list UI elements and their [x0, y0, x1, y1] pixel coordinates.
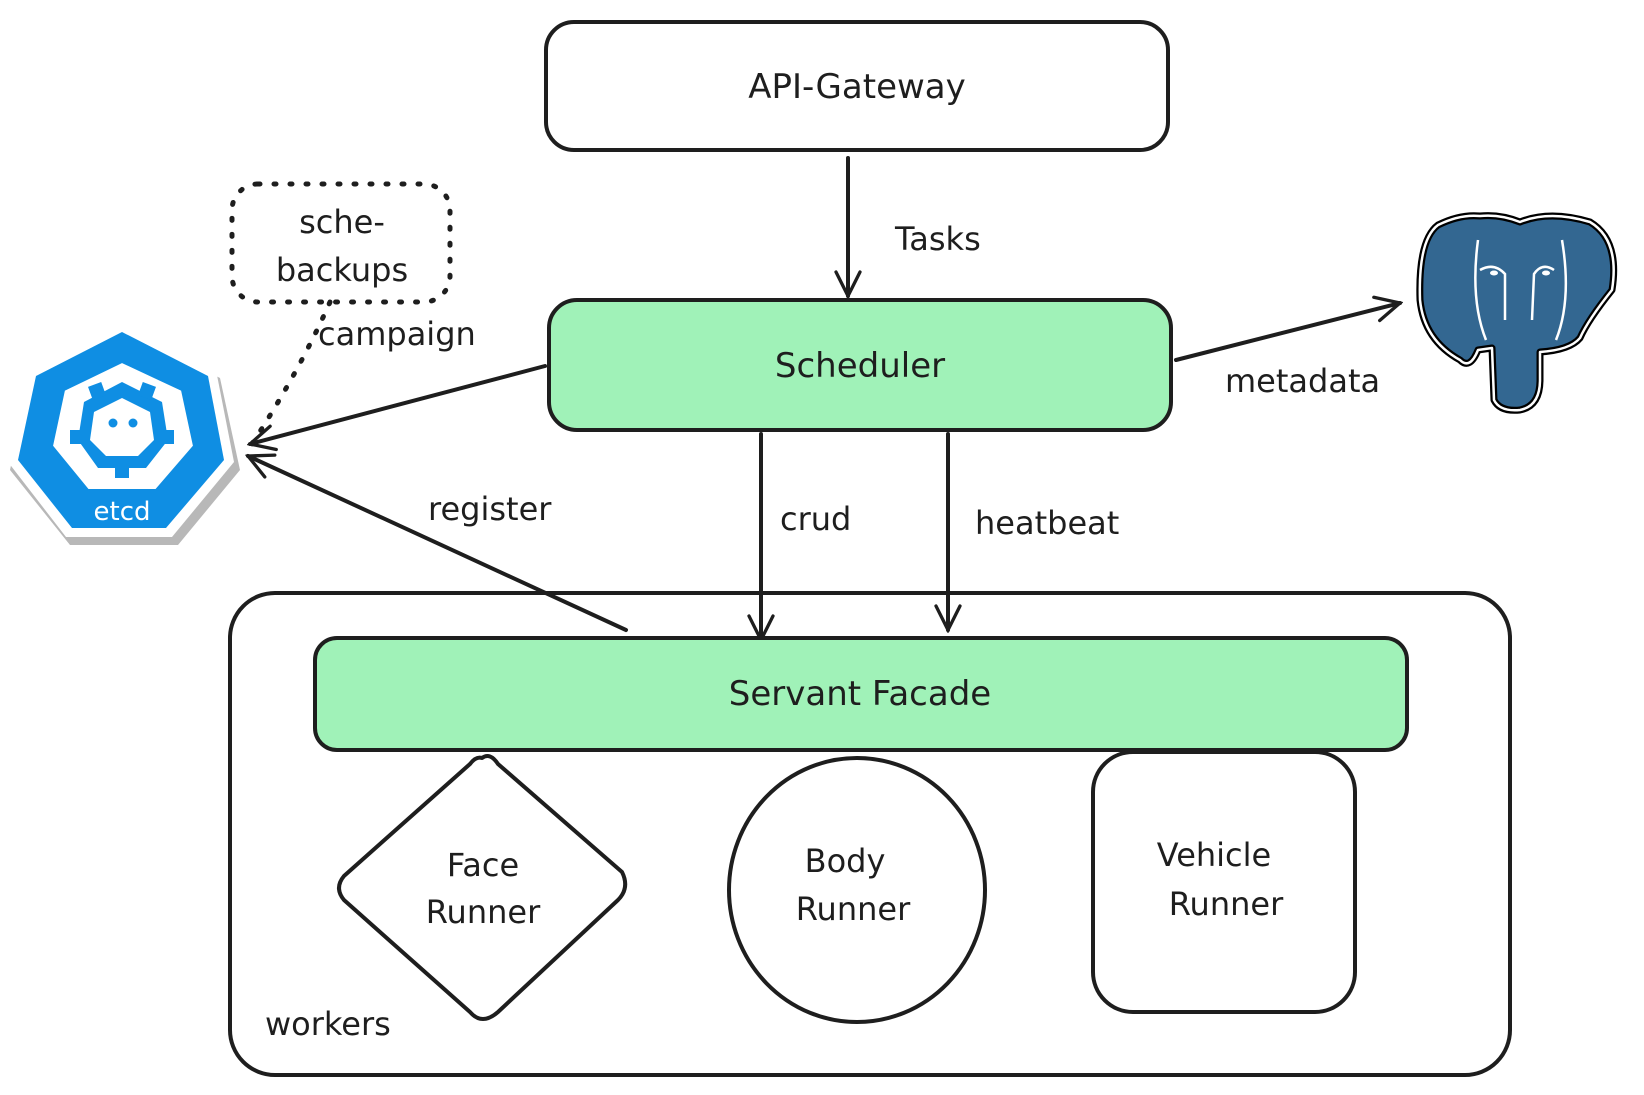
- vehicle-runner-label-line1: Vehicle: [1157, 836, 1271, 874]
- api-gateway-node[interactable]: API-Gateway: [544, 20, 1170, 152]
- face-runner-node[interactable]: Face Runner: [337, 754, 628, 1021]
- vehicle-runner-box: [1091, 750, 1357, 1014]
- body-runner-label-line2: Runner: [796, 890, 911, 928]
- body-runner-ellipse: [727, 756, 987, 1024]
- sche-backups-label-line2: backups: [276, 251, 408, 289]
- etcd-node[interactable]: etcd: [8, 322, 240, 545]
- api-gateway-box: [544, 20, 1170, 152]
- scheduler-node[interactable]: Scheduler: [547, 298, 1173, 432]
- metadata-label: metadata: [1225, 362, 1380, 400]
- scheduler-etcd-arrow: [250, 364, 547, 444]
- sche-backups-label-line1: sche-: [299, 203, 385, 241]
- tasks-label: Tasks: [894, 220, 981, 258]
- tasks-edge[interactable]: Tasks: [848, 156, 981, 296]
- metadata-edge[interactable]: metadata: [1174, 303, 1400, 400]
- body-runner-node[interactable]: Body Runner: [727, 756, 987, 1024]
- campaign-edge[interactable]: campaign: [249, 299, 476, 447]
- servant-facade-node[interactable]: Servant Facade: [313, 636, 1409, 752]
- heartbeat-label: heatbeat: [975, 504, 1119, 542]
- crud-edge[interactable]: crud: [761, 432, 851, 640]
- vehicle-runner-node[interactable]: Vehicle Runner: [1091, 750, 1357, 1014]
- crud-label: crud: [780, 500, 851, 538]
- heartbeat-edge[interactable]: heatbeat: [948, 432, 1119, 630]
- metadata-arrow: [1174, 303, 1400, 362]
- face-runner-label-line1: Face: [447, 846, 519, 884]
- postgresql-elephant-icon: [1416, 212, 1618, 414]
- workers-label: workers: [265, 1005, 391, 1043]
- servant-facade-box: [313, 636, 1409, 752]
- body-runner-label-line1: Body: [805, 842, 886, 880]
- api-gateway-label: API-Gateway: [748, 67, 966, 107]
- servant-facade-label: Servant Facade: [729, 674, 991, 714]
- face-runner-diamond: [337, 754, 628, 1021]
- campaign-label: campaign: [318, 315, 476, 353]
- scheduler-label: Scheduler: [775, 346, 945, 386]
- register-arrow: [248, 456, 628, 632]
- vehicle-runner-label-line2: Runner: [1169, 885, 1284, 923]
- etcd-logo-icon: [8, 322, 240, 545]
- face-runner-label-line2: Runner: [426, 893, 541, 931]
- sche-backups-node[interactable]: sche- backups: [229, 181, 453, 305]
- etcd-label: etcd: [94, 497, 151, 527]
- register-label: register: [428, 490, 552, 528]
- sche-backups-box: [229, 181, 453, 305]
- register-edge[interactable]: register: [248, 456, 628, 632]
- scheduler-etcd-edge[interactable]: [250, 364, 547, 444]
- postgres-node[interactable]: [1416, 212, 1618, 414]
- scheduler-box: [547, 298, 1173, 432]
